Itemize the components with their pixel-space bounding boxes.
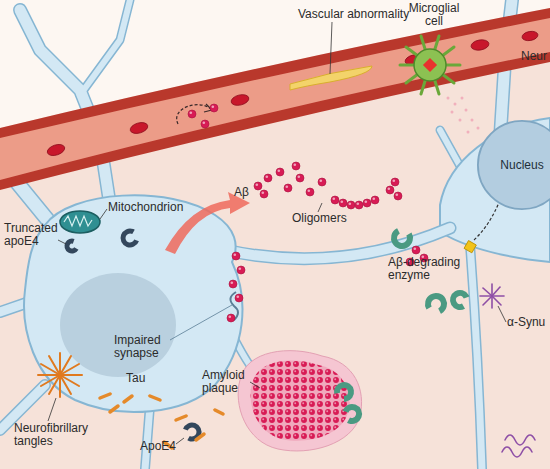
leader-line <box>330 22 332 74</box>
leader-line <box>170 305 232 340</box>
annotation-label: Microglial cell <box>404 2 464 28</box>
annotation-label: Aβ-degrading enzyme <box>388 256 480 282</box>
annotation-label: ApoE4 <box>140 440 190 453</box>
left-nucleus <box>60 273 176 377</box>
leader-line <box>250 382 260 388</box>
nucleus-label: Nucleus <box>500 159 543 172</box>
axon-outline <box>225 228 450 259</box>
red-blood-cells <box>46 30 539 157</box>
annotation-label: Impaired synapse <box>114 334 170 360</box>
annotation-label: α-Synu <box>507 316 550 329</box>
annotation-label: Aβ <box>234 186 258 199</box>
axon <box>225 228 450 259</box>
annotation-label: Mitochondrion <box>108 201 200 214</box>
abeta-peptides <box>188 104 428 322</box>
leader-line <box>58 240 66 244</box>
amyloid-plaque <box>238 351 361 451</box>
protein-marker <box>464 241 476 253</box>
neurofibrillary-tangle <box>38 353 82 397</box>
annotation-label: Truncated apoE4 <box>4 222 66 248</box>
vascular-plaque <box>290 66 372 90</box>
mitochondrion <box>60 209 107 233</box>
alpha-synuclein <box>480 284 535 457</box>
microglial-cell <box>400 36 480 134</box>
nucleus-circle: Nucleus <box>477 120 550 210</box>
annotation-label: Neur <box>521 50 550 63</box>
leader-line <box>498 306 506 322</box>
leader-line <box>48 398 56 421</box>
annotation-label: Neurofibrillary tangles <box>14 422 106 448</box>
annotation-label: Oligomers <box>292 212 362 225</box>
annotation-label: Amyloid plaque <box>202 369 254 395</box>
expression-arrow <box>474 200 500 240</box>
leader-line <box>318 203 322 212</box>
annotation-label: Tau <box>126 372 156 385</box>
leader-line <box>176 438 184 444</box>
